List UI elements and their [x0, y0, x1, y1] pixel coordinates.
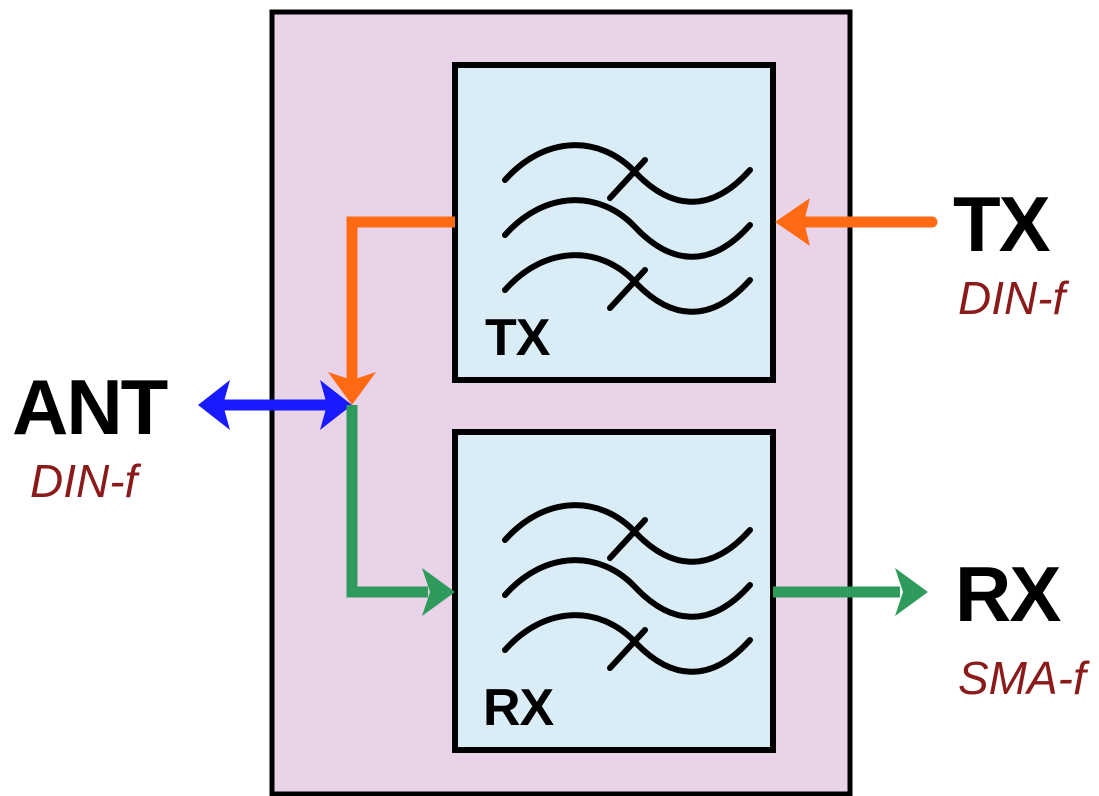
rx-path-line: [346, 405, 455, 616]
tx-port-connector: DIN-f: [958, 272, 1066, 324]
rx-output-arrow: [773, 568, 928, 616]
tx-path-line: [328, 216, 455, 405]
tx-filter-block: [452, 62, 776, 383]
tx-port-label: TX: [953, 180, 1051, 268]
ant-port-connector: DIN-f: [30, 455, 138, 507]
tx-filter-label: TX: [485, 309, 550, 367]
tx-input-arrow: [775, 198, 938, 246]
rx-filter-block: [452, 429, 776, 753]
ant-bidirectional-arrow: [198, 380, 352, 430]
rx-filter-label: RX: [483, 679, 554, 737]
rx-port-label: RX: [955, 550, 1061, 638]
rx-port-connector: SMA-f: [958, 652, 1086, 704]
ant-port-label: ANT: [12, 363, 168, 451]
